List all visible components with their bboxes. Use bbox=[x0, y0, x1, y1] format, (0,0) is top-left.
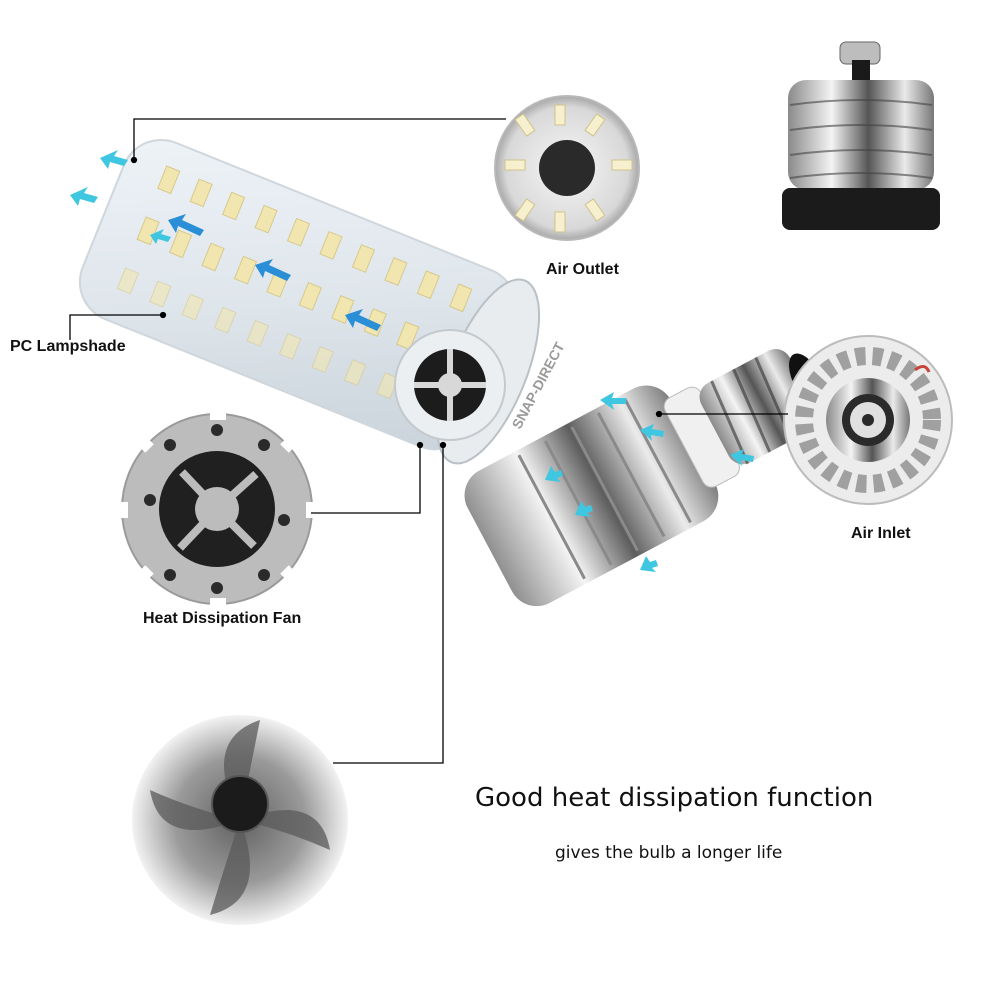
label-air-outlet: Air Outlet bbox=[546, 261, 619, 278]
label-heat-dissipation-fan: Heat Dissipation Fan bbox=[143, 610, 302, 627]
airflow-arrows-base bbox=[545, 392, 754, 572]
label-pc-lampshade: PC Lampshade bbox=[10, 338, 126, 355]
label-air-inlet: Air Inlet bbox=[851, 525, 911, 542]
heat-dissipation-fan-plate bbox=[118, 410, 316, 608]
callout-lines bbox=[69, 118, 788, 764]
callout-fan-blade bbox=[333, 445, 444, 764]
spinning-fan-blade bbox=[132, 715, 348, 925]
airflow-arrows-internal bbox=[168, 214, 381, 331]
callout-heat-fan bbox=[311, 445, 421, 514]
callout-pc-lampshade bbox=[69, 314, 163, 340]
tagline-headline: Good heat dissipation function bbox=[475, 783, 874, 813]
callout-air-outlet bbox=[133, 118, 506, 160]
e26-e39-adapter bbox=[782, 41, 940, 230]
bulb-fan-face bbox=[394, 329, 506, 441]
air-inlet-disc bbox=[783, 335, 953, 505]
tagline-subline: gives the bulb a longer life bbox=[555, 843, 783, 863]
air-outlet-disc bbox=[494, 95, 640, 241]
airflow-arrows-top bbox=[70, 150, 171, 244]
